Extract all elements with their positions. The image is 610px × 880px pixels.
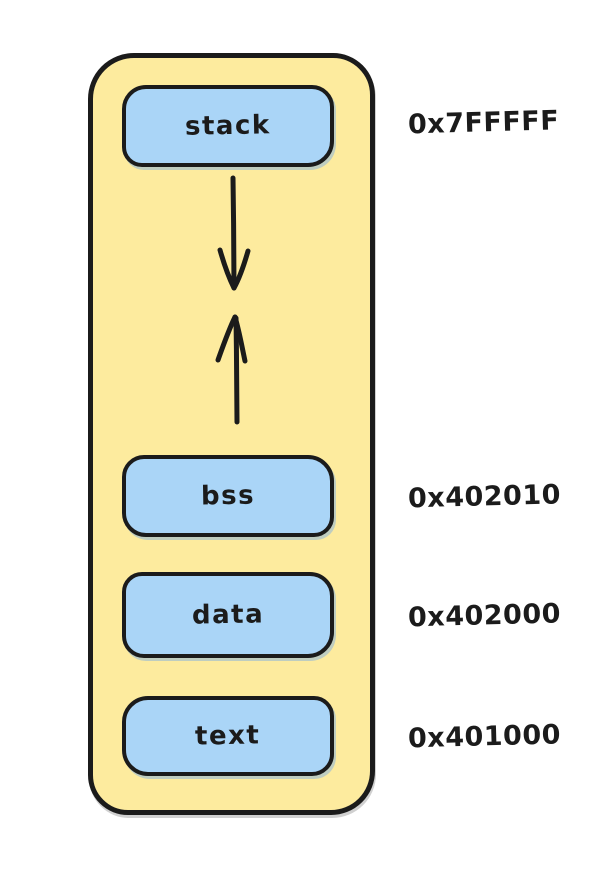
- segment-box-text: text: [122, 696, 334, 776]
- segment-label-data: data: [191, 599, 265, 631]
- segment-label-text: text: [195, 720, 261, 752]
- stack-growth-down-arrow: [217, 175, 251, 291]
- segment-label-bss: bss: [200, 480, 256, 512]
- segment-box-data: data: [122, 572, 334, 658]
- segment-box-stack: stack: [122, 85, 334, 167]
- segment-box-bss: bss: [122, 455, 334, 537]
- address-label-text: 0x401000: [407, 718, 562, 754]
- growth-arrows: [215, 175, 251, 425]
- address-label-stack: 0x7FFFFF: [407, 104, 560, 140]
- address-label-data: 0x402000: [407, 597, 562, 633]
- address-label-bss: 0x402010: [407, 478, 562, 514]
- segment-label-stack: stack: [184, 110, 272, 142]
- heap-growth-up-arrow: [215, 314, 248, 425]
